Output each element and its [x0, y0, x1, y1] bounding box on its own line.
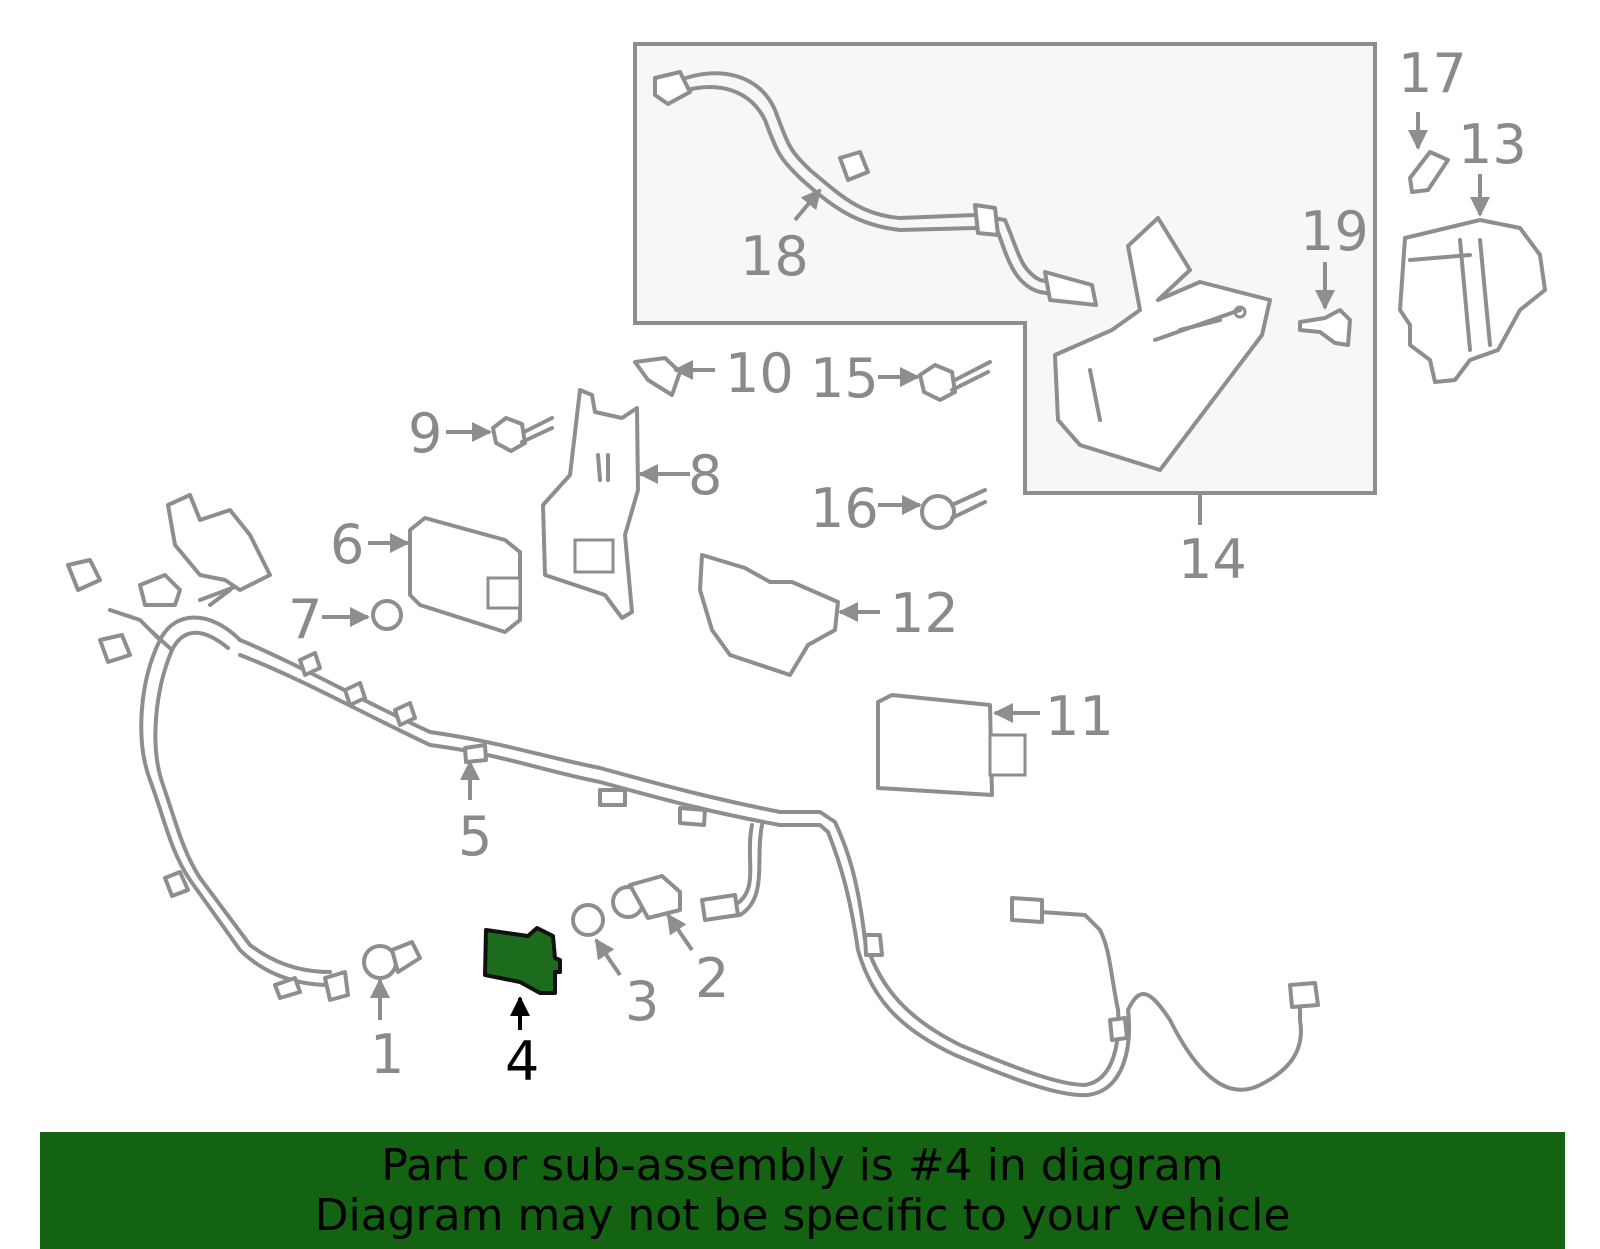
- label-8: 8: [688, 444, 722, 507]
- label-1: 1: [370, 1023, 404, 1086]
- part-13-module: [1398, 218, 1547, 384]
- callout-labels: 1 2 3 4 5 6 7 8 9 10 11 12 13 14 15 16 1…: [288, 42, 1527, 1093]
- part-7-nut: [371, 599, 403, 631]
- label-19: 19: [1300, 200, 1369, 263]
- part-5-harness: [66, 493, 1320, 1098]
- label-11: 11: [1045, 685, 1114, 748]
- part-4-module-highlighted: [483, 926, 562, 995]
- banner-line-1: Part or sub-assembly is #4 in diagram: [381, 1139, 1224, 1191]
- part-16-bolt: [920, 488, 987, 530]
- label-3: 3: [625, 970, 659, 1033]
- part-14-bracket: [1053, 216, 1272, 472]
- part-2-sensor: [611, 874, 682, 920]
- part-3-grommet: [571, 903, 605, 937]
- part-8-bracket: [541, 388, 640, 620]
- banner-line-2: Diagram may not be specific to your vehi…: [314, 1189, 1291, 1241]
- label-9: 9: [408, 402, 442, 465]
- label-12: 12: [890, 582, 959, 645]
- label-4: 4: [505, 1030, 539, 1093]
- part-18-harness: [653, 70, 1098, 307]
- label-18: 18: [740, 225, 809, 288]
- info-banner: Part or sub-assembly is #4 in diagram Di…: [40, 1132, 1565, 1249]
- part-12-bracket: [698, 553, 840, 677]
- part-9-bolt: [491, 416, 554, 453]
- part-1-sensor: [362, 940, 422, 980]
- part-15-bolt: [918, 360, 992, 402]
- part-17-clip: [1408, 150, 1450, 194]
- label-13: 13: [1458, 113, 1527, 176]
- part-11-module: [876, 693, 1027, 797]
- label-7: 7: [288, 588, 322, 651]
- part-19-pin: [1298, 308, 1352, 347]
- label-10: 10: [725, 342, 794, 405]
- label-14: 14: [1178, 528, 1247, 591]
- label-17: 17: [1398, 42, 1467, 105]
- label-15: 15: [810, 347, 879, 410]
- label-16: 16: [810, 477, 879, 540]
- part-6-module: [408, 516, 522, 634]
- label-6: 6: [330, 513, 364, 576]
- label-2: 2: [695, 947, 729, 1010]
- callout-arrows: [322, 112, 1490, 1030]
- part-10-clip: [633, 356, 682, 397]
- label-5: 5: [458, 805, 492, 868]
